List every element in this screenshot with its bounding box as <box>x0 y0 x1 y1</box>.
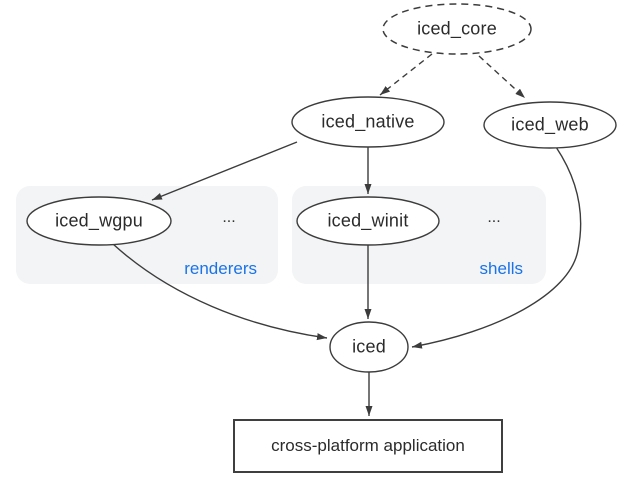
edge-iced_web-iced <box>411 146 582 349</box>
node-cross-platform-application: cross-platform application <box>233 419 503 473</box>
node-label-iced_core: iced_core <box>417 18 497 39</box>
edge-iced_wgpu-iced <box>112 243 328 341</box>
node-shape-iced_core <box>382 3 532 55</box>
node-label-iced_web: iced_web <box>511 114 589 135</box>
node-label-iced: iced <box>352 336 386 357</box>
edge-iced_core-iced_web <box>478 55 526 99</box>
node-label-cross-platform-application: cross-platform application <box>271 436 465 455</box>
shells-ellipsis: ... <box>487 209 501 226</box>
node-label-iced_native: iced_native <box>321 111 415 132</box>
node-shape-iced_winit <box>296 196 440 246</box>
node-shape-iced <box>329 321 409 373</box>
node-shape-iced_web <box>483 101 617 149</box>
renderers-ellipsis: ... <box>222 209 236 226</box>
node-shape-iced_wgpu <box>26 196 172 246</box>
group-label-renderers: renderers <box>184 259 257 278</box>
group-label-shells: shells <box>479 259 523 278</box>
node-label-iced_winit: iced_winit <box>327 210 409 231</box>
node-label-iced_wgpu: iced_wgpu <box>55 210 143 231</box>
edge-iced_core-iced_native <box>379 53 433 96</box>
edge-iced_native-iced_wgpu <box>151 141 298 201</box>
node-shape-iced_native <box>291 96 445 148</box>
